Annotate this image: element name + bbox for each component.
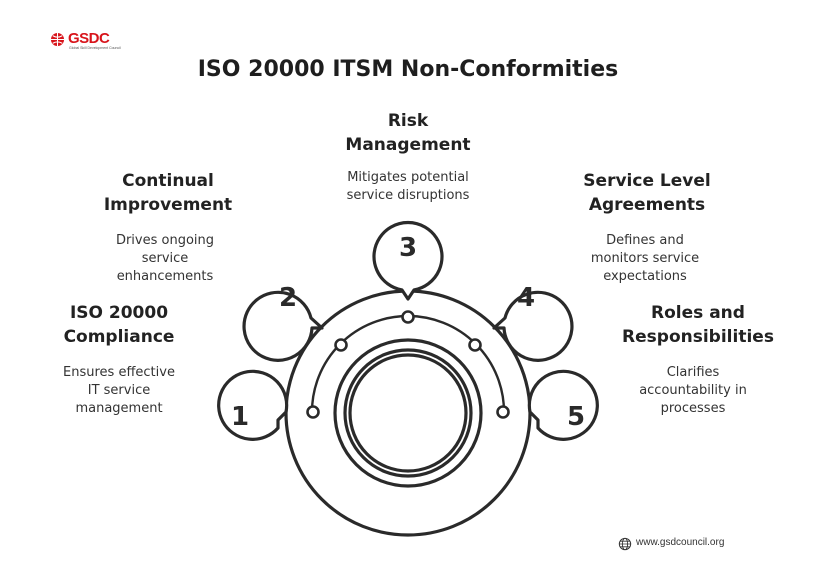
gsdc-logo: GSDC Global Skill Development Council [50,30,130,50]
step-1-description: Ensures effective IT service management [63,365,175,416]
page-title: ISO 20000 ITSM Non-Conformities [197,57,619,82]
step-4-description: Defines and monitors service expectation… [590,233,700,284]
step-number-1: 1 [231,402,249,432]
track-dot-5 [496,405,510,419]
step-3-description: Mitigates potential service disruptions [346,170,470,203]
track-dot-3 [401,310,415,324]
step-number-3: 3 [399,233,417,263]
inner-ring-middle [343,348,473,478]
track-dot-1 [306,405,320,419]
bubble-2 [242,290,324,362]
globe-logo-icon [50,32,65,47]
logo-brand: GSDC [68,30,110,47]
step-1-label: ISO 20000 Compliance [63,303,175,347]
footer-url[interactable]: www.gsdcouncil.org [636,537,725,548]
step-5-description: Clarifies accountability in processes [639,365,747,416]
step-number-4: 4 [517,283,535,313]
bubble-4 [492,290,574,362]
step-2-description: Drives ongoing service enhancements [115,233,215,284]
inner-ring-inner [348,353,468,473]
step-number-5: 5 [567,402,585,432]
globe-icon [618,537,632,551]
step-number-2: 2 [279,283,297,313]
track-dot-2 [334,338,348,352]
track-dot-4 [468,338,482,352]
bubble-5 [527,369,599,441]
step-5-label: Roles and Responsibilities [622,303,774,347]
inner-ring-outer [333,338,483,488]
bubble-3 [372,220,444,301]
dot-track [310,314,506,414]
step-4-label: Service Level Agreements [583,171,711,215]
bubble-1 [217,369,289,441]
logo-tagline: Global Skill Development Council [69,46,121,50]
step-3-label: Risk Management [345,111,471,155]
step-2-label: Continual Improvement [103,171,233,215]
